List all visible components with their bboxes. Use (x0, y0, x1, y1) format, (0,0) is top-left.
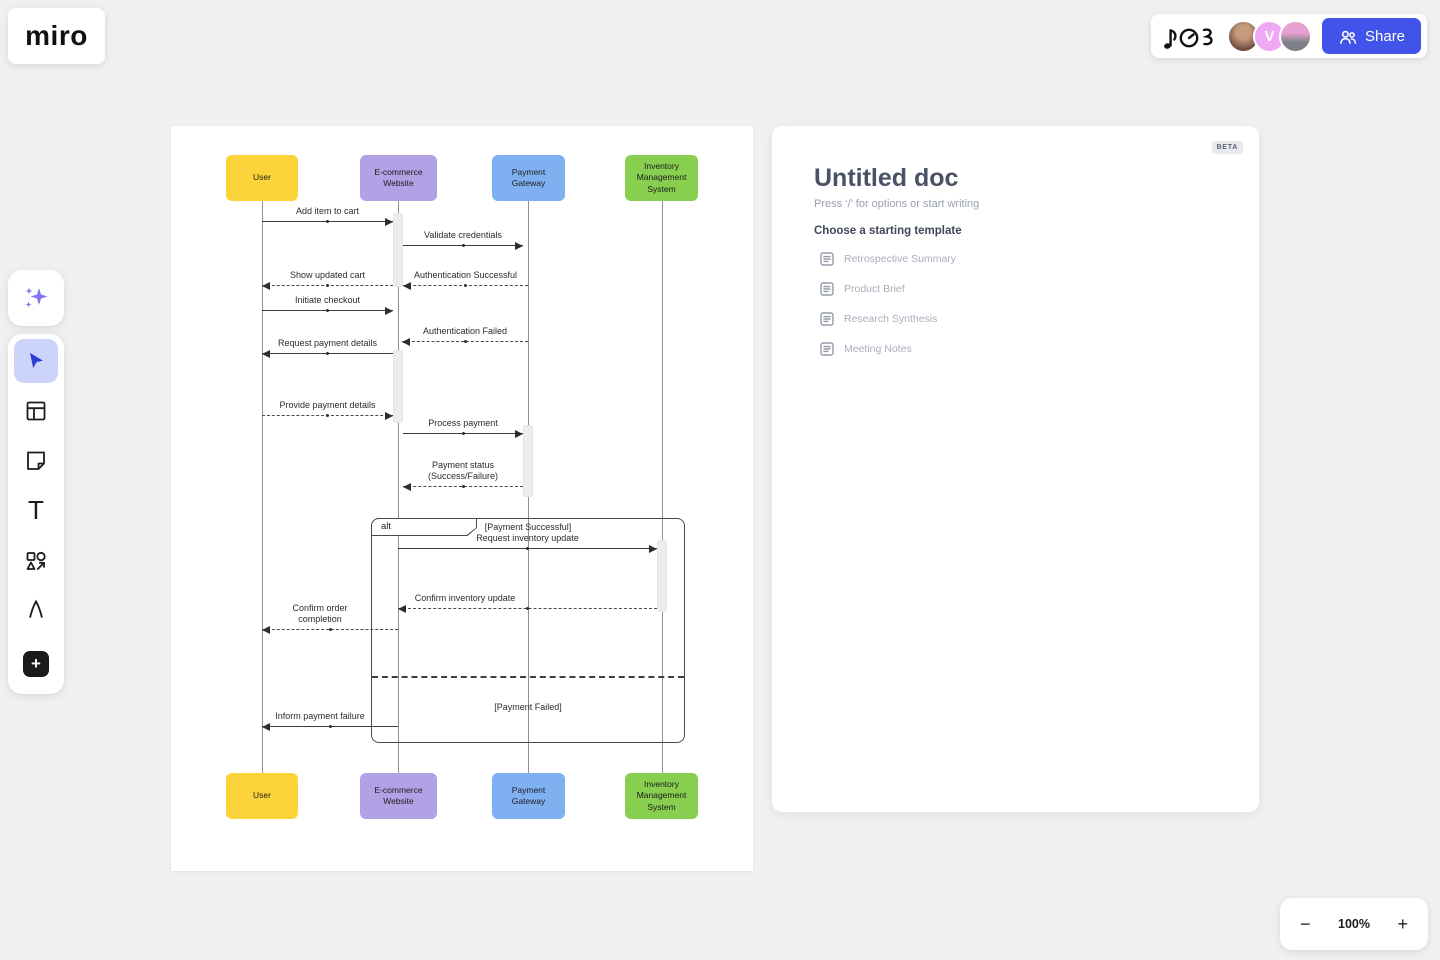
doc-placeholder[interactable]: Press ‘/’ for options or start writing (814, 198, 980, 210)
topbar: V Share (1151, 14, 1427, 58)
guard-payment-successful: [Payment Successful] (484, 522, 572, 532)
template-label: Retrospective Summary (844, 253, 957, 265)
lifeline-user (262, 201, 263, 773)
share-people-icon (1340, 30, 1357, 44)
miro-logo[interactable]: miro (8, 8, 105, 64)
doc-icon (820, 252, 834, 266)
select-tool[interactable] (14, 339, 58, 383)
actor-user-top[interactable]: User (226, 155, 298, 201)
cursor-icon (30, 352, 43, 369)
pen-icon (29, 599, 43, 618)
alt-divider (372, 676, 684, 678)
pen-tool[interactable] (14, 587, 58, 631)
doc-panel: BETA Untitled doc Press ‘/’ for options … (772, 126, 1259, 812)
avatar-initial: V (1264, 27, 1275, 45)
template-meeting-notes[interactable]: Meeting Notes (820, 341, 912, 357)
actor-user-bottom[interactable]: User (226, 773, 298, 819)
actor-payment-gateway-bottom[interactable]: Payment Gateway (492, 773, 565, 819)
activation-bar (393, 213, 403, 287)
template-product-brief[interactable]: Product Brief (820, 281, 905, 297)
templates-heading: Choose a starting template (814, 225, 962, 237)
miro-logo-text: miro (25, 20, 88, 51)
layout-icon (26, 401, 46, 421)
shapes-icon (26, 551, 46, 570)
lifeline-inventory (662, 201, 663, 773)
text-tool[interactable]: T (14, 488, 58, 532)
template-retrospective-summary[interactable]: Retrospective Summary (820, 251, 956, 267)
zoom-in-button[interactable]: + (1397, 914, 1408, 934)
zoom-out-button[interactable]: − (1300, 914, 1311, 934)
activation-bar (523, 425, 533, 497)
zoom-level: 100% (1338, 917, 1370, 931)
doc-icon (820, 312, 834, 326)
share-button[interactable]: Share (1322, 18, 1422, 54)
doc-title[interactable]: Untitled doc (814, 164, 959, 192)
actor-ecommerce-bottom[interactable]: E-commerce Website (360, 773, 437, 819)
sticky-note-icon (27, 451, 45, 470)
templates-tool[interactable] (14, 389, 58, 433)
share-button-label: Share (1365, 27, 1406, 45)
alt-fragment[interactable]: alt [Payment Successful] [Payment Failed… (371, 518, 685, 743)
template-research-synthesis[interactable]: Research Synthesis (820, 311, 937, 327)
add-tools-button[interactable]: + (23, 651, 49, 677)
collaborator-avatar-3[interactable] (1279, 19, 1312, 53)
sparkles-icon (25, 287, 48, 308)
template-label: Research Synthesis (844, 313, 938, 325)
toolbar: T + (8, 334, 64, 694)
text-tool-icon: T (28, 495, 44, 525)
shapes-tool[interactable] (14, 539, 58, 583)
zoom-controls: − 100% + (1280, 898, 1428, 950)
actor-inventory-bottom[interactable]: Inventory Management System (625, 773, 698, 819)
alt-operator-label: alt (381, 521, 392, 532)
activation-bar (657, 540, 667, 612)
template-label: Meeting Notes (844, 343, 912, 355)
plus-icon: + (31, 654, 41, 673)
template-label: Product Brief (844, 283, 905, 295)
actor-inventory-top[interactable]: Inventory Management System (625, 155, 698, 201)
sticky-note-tool[interactable] (14, 439, 58, 483)
lifeline-ecommerce (398, 201, 399, 773)
doc-icon (820, 342, 834, 356)
collaborator-avatars: V (1227, 19, 1312, 53)
alt-fragment-tab: alt (371, 518, 477, 536)
beta-badge: BETA (1211, 141, 1243, 154)
doc-icon (820, 282, 834, 296)
guard-payment-failed: [Payment Failed] (494, 702, 562, 712)
doodle-icon (1164, 28, 1213, 49)
actor-payment-gateway-top[interactable]: Payment Gateway (492, 155, 565, 201)
ai-assistant-button[interactable] (8, 270, 64, 326)
actor-ecommerce-top[interactable]: E-commerce Website (360, 155, 437, 201)
activation-bar (393, 350, 403, 423)
diagram-canvas: alt [Payment Successful] [Payment Failed… (171, 126, 753, 871)
